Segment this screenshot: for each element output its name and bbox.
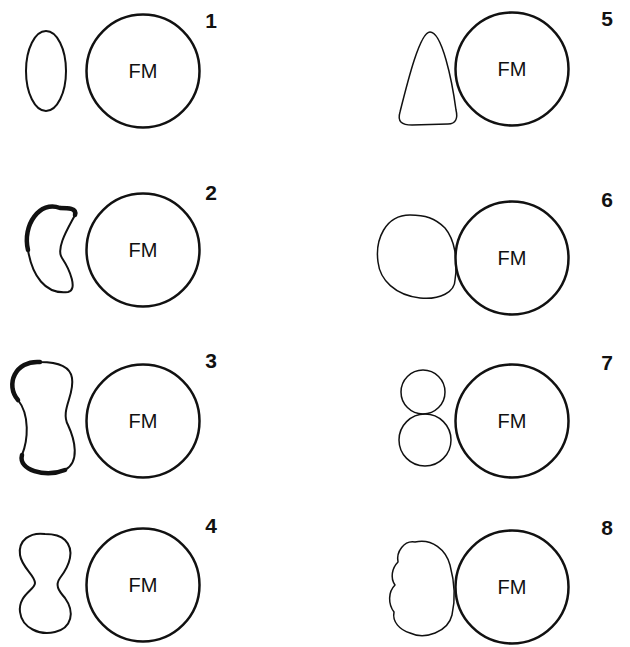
node-label: FM <box>129 410 158 433</box>
panel-number: 8 <box>601 516 613 540</box>
panel-number: 1 <box>205 9 217 33</box>
shape-7 <box>399 414 451 466</box>
node-label: FM <box>498 58 527 81</box>
shape-1 <box>26 31 66 111</box>
foramen-circle: FM <box>85 363 201 479</box>
foramen-circle: FM <box>454 363 570 479</box>
node-label: FM <box>129 239 158 262</box>
panel-number: 7 <box>601 351 613 375</box>
shape-3-rim <box>22 455 65 473</box>
foramen-circle: FM <box>454 200 570 316</box>
circle-line <box>87 529 200 642</box>
panel-number: 4 <box>205 514 217 538</box>
shape-5 <box>399 32 457 125</box>
node-label: FM <box>129 60 158 83</box>
panel-number: 2 <box>205 181 217 205</box>
shape-6 <box>377 215 456 298</box>
circle-line <box>87 365 200 478</box>
circle-line <box>456 13 569 126</box>
node-label: FM <box>498 410 527 433</box>
circle-line <box>456 531 569 644</box>
node-label: FM <box>498 247 527 270</box>
shape-2 <box>27 206 75 292</box>
foramen-circle: FM <box>85 527 201 643</box>
circle-line <box>456 202 569 315</box>
panel-number: 3 <box>205 349 217 373</box>
shape-4 <box>20 534 71 633</box>
foramen-circle: FM <box>454 11 570 127</box>
shape-8 <box>390 541 455 635</box>
foramen-circle: FM <box>85 192 201 308</box>
circle-line <box>87 15 200 128</box>
shape-2-rim <box>27 206 75 250</box>
circle-line <box>456 365 569 478</box>
shape-3-rim <box>12 362 40 400</box>
foramen-circle: FM <box>85 13 201 129</box>
shape-3 <box>12 362 74 473</box>
foramen-circle: FM <box>454 529 570 645</box>
node-label: FM <box>498 576 527 599</box>
shape-7 <box>401 370 445 414</box>
panel-number: 5 <box>601 7 613 31</box>
circle-line <box>87 194 200 307</box>
panel-number: 6 <box>601 188 613 212</box>
node-label: FM <box>129 574 158 597</box>
